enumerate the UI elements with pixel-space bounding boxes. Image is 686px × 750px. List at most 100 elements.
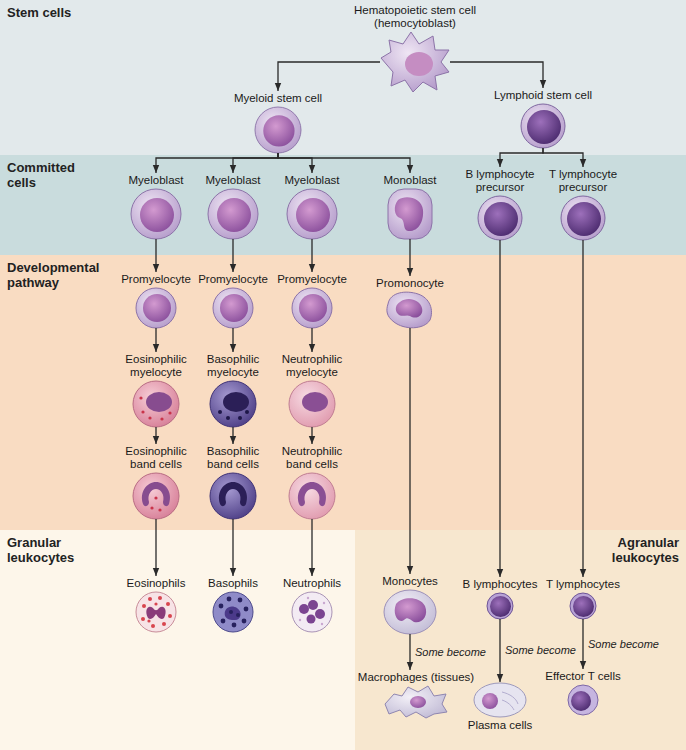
lineage-arrow xyxy=(278,62,380,91)
stage-band: Developmental pathwayPromyelocytePromyel… xyxy=(0,255,686,530)
cell-label: Monoblast xyxy=(374,174,446,187)
cell-node: Lymphoid stem cell xyxy=(488,89,598,148)
promyelocyte-picture xyxy=(292,288,332,328)
lineage-arrow xyxy=(155,239,156,272)
stage-heading: Granular leukocytes xyxy=(7,535,95,565)
cell-node: Myeloblast xyxy=(197,174,269,239)
myelocyte-picture xyxy=(289,381,335,427)
promonocyte-picture xyxy=(387,292,432,328)
lineage-arrow xyxy=(232,328,233,352)
stage-heading: Committed cells xyxy=(7,160,97,190)
precursor-picture xyxy=(561,196,605,240)
stem-cell-picture xyxy=(521,104,565,148)
cell-node: Myeloid stem cell xyxy=(223,92,333,153)
cell-label: Basophilic myelocyte xyxy=(196,353,270,379)
stage-ground xyxy=(0,530,355,750)
cell-label: Myeloblast xyxy=(197,174,269,187)
lineage-arrow xyxy=(582,619,583,669)
band-cell-picture xyxy=(210,473,256,519)
lineage-arrow xyxy=(409,239,410,276)
cell-node: Monoblast xyxy=(374,174,446,239)
cell-node: Neutrophilic myelocyte xyxy=(275,353,349,427)
lineage-arrow xyxy=(311,427,312,444)
band-cell-picture xyxy=(289,473,335,519)
lineage-arrow xyxy=(155,519,156,576)
cell-label: Plasma cells xyxy=(458,719,542,732)
cell-label: Myeloblast xyxy=(120,174,192,187)
cell-node: Neutrophilic band cells xyxy=(275,445,349,519)
cell-node: Myeloblast xyxy=(276,174,348,239)
cell-label: Eosinophils xyxy=(119,577,193,590)
cell-label: Promonocyte xyxy=(370,277,450,290)
cell-label: Macrophages (tissues) xyxy=(351,671,481,684)
lineage-arrow xyxy=(311,328,312,352)
blast-picture xyxy=(131,189,181,239)
cell-label: Monocytes xyxy=(372,575,448,588)
cell-node: Hematopoietic stem cell (hemocytoblast) xyxy=(380,32,450,92)
cell-label: B lymphocyte precursor xyxy=(460,168,540,194)
cell-node: Basophilic band cells xyxy=(196,445,270,519)
lineage-arrow xyxy=(278,153,312,173)
stage-ground xyxy=(355,530,686,750)
lineage-arrow xyxy=(311,519,312,576)
monocyte-picture xyxy=(384,590,436,634)
blast-picture xyxy=(388,189,432,239)
blast-picture xyxy=(287,189,337,239)
cell-label: Myeloblast xyxy=(276,174,348,187)
lineage-arrow xyxy=(409,328,410,574)
cell-node: Eosinophilic band cells xyxy=(119,445,193,519)
stage-heading: Developmental pathway xyxy=(7,260,115,290)
lineage-arrow xyxy=(500,148,543,167)
cell-node: Plasma cells xyxy=(458,683,542,732)
stage-heading: Agranular leukocytes xyxy=(591,535,679,565)
granulocyte-picture xyxy=(213,592,253,632)
lineage-arrow xyxy=(311,239,312,272)
cell-label: B lymphocytes xyxy=(458,578,542,591)
precursor-picture xyxy=(478,196,522,240)
stage-band: Stem cellsHematopoietic stem cell (hemoc… xyxy=(0,0,686,155)
lymphocyte-picture xyxy=(570,593,596,619)
stage-band: Committed cells Myeloblast Myeloblast Myelo… xyxy=(0,155,686,255)
cell-label: Eosinophilic myelocyte xyxy=(119,353,193,379)
stem-cell-picture xyxy=(255,107,301,153)
cell-node: T lymphocyte precursor xyxy=(543,168,623,240)
cell-node: Myeloblast xyxy=(120,174,192,239)
cell-label: Lymphoid stem cell xyxy=(488,89,598,102)
stage-ground xyxy=(0,0,686,155)
cell-node: B lymphocytes xyxy=(458,578,542,619)
cell-node: Basophilic myelocyte xyxy=(196,353,270,427)
effector-cell-picture xyxy=(568,685,598,715)
lineage-arrow xyxy=(450,62,543,88)
lineage-arrow xyxy=(232,239,233,272)
edge-label: Some become xyxy=(505,644,576,657)
lineage-arrow xyxy=(155,328,156,352)
myelocyte-picture xyxy=(133,381,179,427)
lineage-arrow xyxy=(232,427,233,444)
plasma-cell-picture xyxy=(474,683,526,717)
band-cell-picture xyxy=(133,473,179,519)
edge-label: Some become xyxy=(588,638,659,651)
granulocyte-picture xyxy=(292,592,332,632)
granulocyte-picture xyxy=(136,592,176,632)
cell-label: Neutrophilic myelocyte xyxy=(275,353,349,379)
cell-node: Promonocyte xyxy=(370,277,450,328)
cell-label: Promyelocyte xyxy=(195,273,271,286)
cell-node: Effector T cells xyxy=(533,670,633,715)
lineage-arrow xyxy=(233,153,278,173)
cell-node: Eosinophils xyxy=(119,577,193,632)
lineage-arrow xyxy=(499,240,500,577)
cell-label: Myeloid stem cell xyxy=(223,92,333,105)
lineage-arrow xyxy=(232,519,233,576)
cell-label: Promyelocyte xyxy=(118,273,194,286)
promyelocyte-picture xyxy=(213,288,253,328)
blast-picture xyxy=(208,189,258,239)
macrophage-picture xyxy=(385,686,447,718)
cell-node: Macrophages (tissues) xyxy=(351,671,481,718)
cell-label: Neutrophilic band cells xyxy=(275,445,349,471)
lineage-arrow xyxy=(278,153,410,173)
lineage-arrow xyxy=(409,634,410,670)
cell-label: T lymphocytes xyxy=(541,578,625,591)
promyelocyte-picture xyxy=(136,288,176,328)
